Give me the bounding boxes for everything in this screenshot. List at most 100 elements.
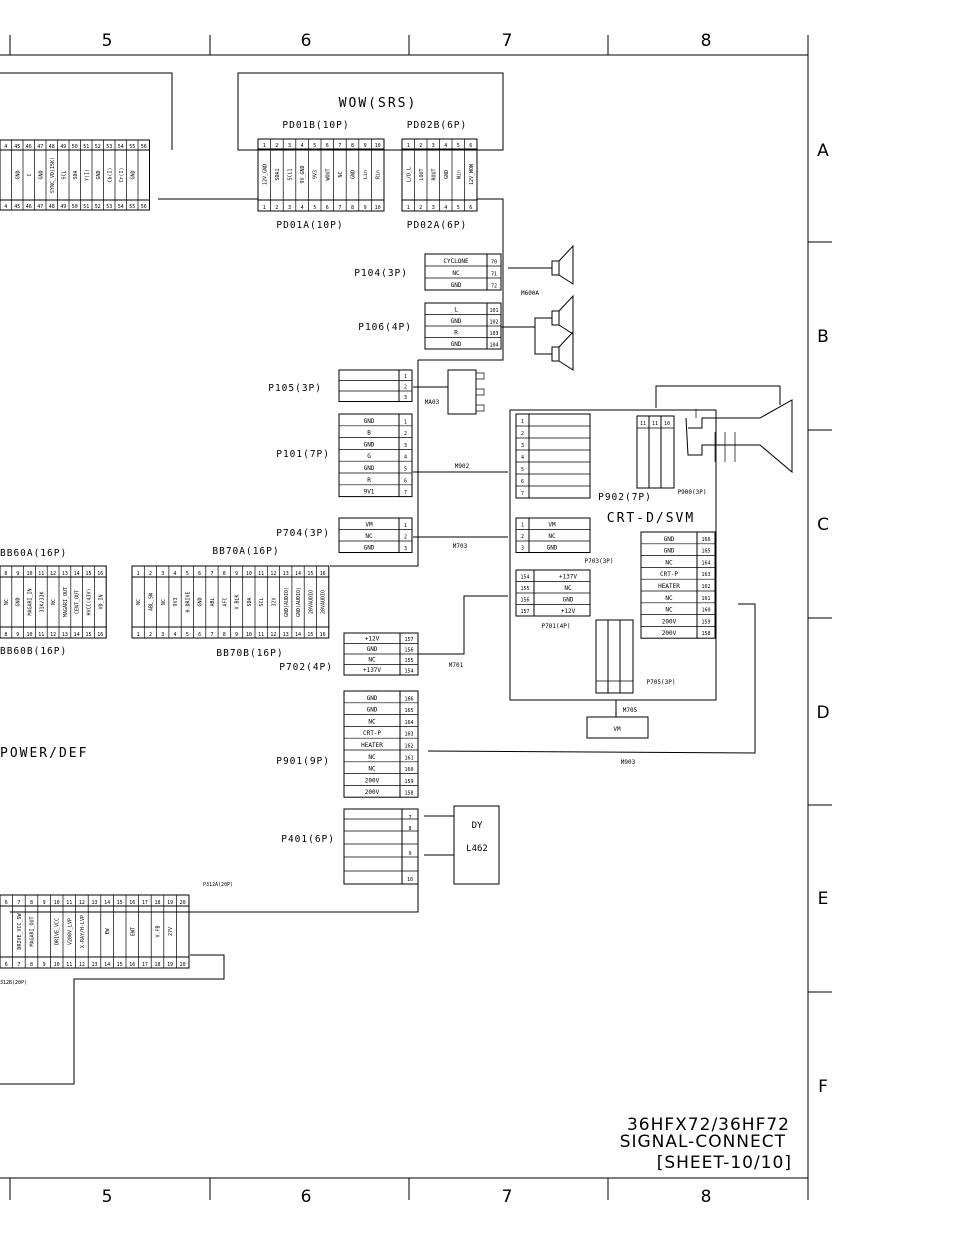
p901-pin: 165 <box>404 708 413 714</box>
title-model: 36HFX72/36HF72 <box>627 1115 790 1135</box>
bb60-signal: VD_IN <box>98 594 104 609</box>
bb70b-pin: 16 <box>320 632 326 638</box>
p104-label: P104(3P) <box>354 268 408 279</box>
p705-label: P705(3P) <box>647 679 676 686</box>
speaker-1-body <box>551 260 560 276</box>
pd02-signal: L/D_L <box>406 167 412 182</box>
pd01b-pin: 8 <box>351 143 354 149</box>
wire-speaker-2 <box>501 317 552 328</box>
pd01-signal: SDA1 <box>275 168 281 180</box>
bb60b-pin: 9 <box>16 632 19 638</box>
crt-title: CRT-D/SVM <box>607 511 695 526</box>
bb70-signal: SDA <box>247 597 253 606</box>
top-left-conn-a-pin: 50 <box>72 144 78 150</box>
p312b-pin: 17 <box>142 962 148 968</box>
p702-signal: +137V <box>363 667 381 674</box>
crt-p901-pin: 164 <box>701 560 710 566</box>
p105-pin: 3 <box>404 395 407 401</box>
top-left-conn-b-pin: 4 <box>4 204 7 210</box>
crt-p901-signal: NC <box>665 607 673 614</box>
pd01-signal: 9V3 <box>313 170 319 179</box>
grid-row-label: A <box>817 141 829 161</box>
p702-label: P702(4P) <box>279 662 333 673</box>
speaker-2-cone <box>558 294 574 335</box>
bb70-signal: 20VAUDIO <box>321 590 327 614</box>
p106-signal: L <box>454 307 458 314</box>
top-left-conn-a-pin: 51 <box>83 144 89 150</box>
grid-col-top: 8 <box>701 31 712 51</box>
bb70-signal: NC <box>136 599 142 605</box>
p312-signal: DRIVE_VCC <box>55 918 61 945</box>
crt-p901-pin: 158 <box>701 631 710 637</box>
bb60b-pin: 13 <box>62 632 68 638</box>
bb70a-pin: 10 <box>246 571 252 577</box>
p106-pin: 103 <box>489 331 498 337</box>
p401-pin: 9 <box>408 851 411 857</box>
p704-signal: VM <box>365 522 373 529</box>
pd01b-label: PD01B(10P) <box>282 120 349 131</box>
pd02b-pin: 1 <box>407 143 410 149</box>
p703-signal: NC <box>548 533 556 540</box>
pd01b-pin: 5 <box>313 143 316 149</box>
p106-pin: 101 <box>489 308 498 314</box>
bb60a-label: BB60A(16P) <box>0 548 67 559</box>
top-left-conn-b-pin: 50 <box>72 204 78 210</box>
ma03-pin <box>475 372 485 380</box>
crt-p901-pin: 159 <box>701 619 710 625</box>
speaker-3-body <box>551 346 560 362</box>
p312a-pin: 20 <box>180 900 186 906</box>
top-left-conn-a-pin: 48 <box>49 144 55 150</box>
bb70b-pin: 9 <box>235 632 238 638</box>
crt-p901-outline <box>640 531 716 639</box>
grid-row-label: E <box>818 889 829 909</box>
bb60b-label: BB60B(16P) <box>0 646 67 657</box>
bb70-signal: H.DRIVE <box>185 591 191 612</box>
p106-signal: GND <box>451 341 462 348</box>
bb70a-pin: 5 <box>186 571 189 577</box>
bb70a-pin: 4 <box>174 571 177 577</box>
bb70b-pin: 15 <box>307 632 313 638</box>
wire-p312-out <box>0 954 225 1085</box>
p312b-strip <box>0 956 190 969</box>
m903-label: M903 <box>621 759 636 766</box>
p704-pin: 1 <box>404 523 407 529</box>
p901-signal: NC <box>368 718 376 725</box>
p312b-pin: 8 <box>30 962 33 968</box>
p703-label: P703(3P) <box>585 558 614 565</box>
speaker-3-cone <box>558 330 574 371</box>
pd01-signal: SCL1 <box>288 168 294 180</box>
power-def-label: POWER/DEF <box>0 746 88 761</box>
top-left-conn-a-pin: 55 <box>129 144 135 150</box>
pd01a-pin: 3 <box>288 205 291 211</box>
ma03-pin <box>475 388 485 396</box>
p701-signal: NC <box>564 585 572 592</box>
pd01-signal: NC <box>338 171 344 177</box>
crt-p901-pin: 162 <box>701 584 710 590</box>
top-left-conn-b-pin: 54 <box>118 204 124 210</box>
top-left-conn-a-pin: 53 <box>106 144 112 150</box>
p312-signal: MAGARI_OUT <box>30 916 36 946</box>
p101-outline <box>338 413 413 498</box>
bb70b-pin: 6 <box>198 632 201 638</box>
p312b-pin: 10 <box>54 962 60 968</box>
bb70b-pin: 4 <box>174 632 177 638</box>
bb70a-pin: 16 <box>320 571 326 577</box>
wow-srs-board <box>237 72 504 151</box>
m902-label: M902 <box>455 463 470 470</box>
bb70-signal: AFC <box>222 597 228 606</box>
bb60b-pin: 11 <box>38 632 44 638</box>
wire-bus-left <box>330 360 419 567</box>
pd01b-pin: 2 <box>275 143 278 149</box>
wow-title: WOW(SRS) <box>339 96 418 111</box>
pd01b-pin: 4 <box>301 143 304 149</box>
p901-signal: CRT-P <box>363 730 381 737</box>
top-left-conn-a-pin: 56 <box>141 144 147 150</box>
vm-label: VM <box>613 726 621 733</box>
top-left-conn-a-pin: 4 <box>4 144 7 150</box>
top-left-conn-b-pin: 53 <box>106 204 112 210</box>
p901-signal: 200V <box>365 777 380 784</box>
p106-signal: R <box>454 330 458 337</box>
p703-signal: GND <box>547 545 558 552</box>
p901-pin: 161 <box>404 755 413 761</box>
wire-m701 <box>418 595 508 655</box>
